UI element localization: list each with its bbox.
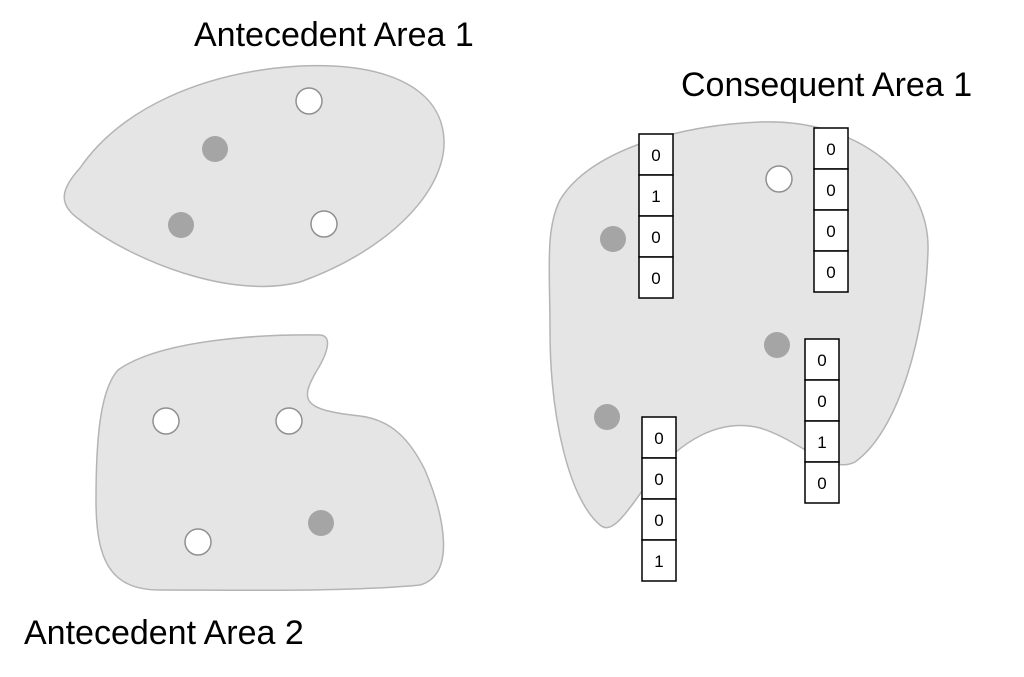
- vector-cell-value: 0: [826, 140, 835, 159]
- vector-cell: [641, 539, 677, 582]
- vector-cell-value: 0: [826, 181, 835, 200]
- vector-cell-value: 1: [817, 433, 826, 452]
- vector-cell-value: 0: [651, 228, 660, 247]
- antecedent-1-hollow-dot: [310, 210, 338, 238]
- antecedent-area-2-label: Antecedent Area 2: [24, 614, 304, 652]
- binary-vector: 0 0 1 0: [804, 338, 840, 504]
- vector-cell-value: 0: [651, 146, 660, 165]
- vector-cell: [804, 461, 840, 504]
- vector-cell: [804, 379, 840, 422]
- vector-cell: [638, 256, 674, 299]
- consequent-area-1-region: [548, 121, 929, 529]
- vector-cell-value: 0: [817, 392, 826, 411]
- antecedent-1-hollow-dot: [295, 87, 323, 115]
- antecedent-1-filled-dot: [168, 212, 194, 238]
- vector-cell-value: 0: [826, 222, 835, 241]
- vector-cell: [641, 457, 677, 500]
- binary-vector: 0 0 0 1: [641, 416, 677, 582]
- binary-vector: 0 1 0 0: [638, 133, 674, 299]
- vector-cell: [804, 420, 840, 463]
- vector-cell-value: 0: [826, 263, 835, 282]
- vector-cell-value: 0: [651, 269, 660, 288]
- antecedent-area-1-region: [63, 64, 445, 288]
- consequent-filled-dot: [594, 404, 620, 430]
- consequent-area-1-label: Consequent Area 1: [681, 66, 972, 104]
- vector-cell-value: 1: [651, 187, 660, 206]
- vector-cell-value: 1: [654, 552, 663, 571]
- consequent-filled-dot: [600, 226, 626, 252]
- vector-cell-value: 0: [654, 429, 663, 448]
- antecedent-area-1-label: Antecedent Area 1: [194, 16, 474, 54]
- vector-cell: [813, 250, 849, 293]
- binary-vector: 0 0 0 0: [813, 127, 849, 293]
- antecedent-2-hollow-dot: [184, 528, 212, 556]
- vector-cell-value: 0: [817, 474, 826, 493]
- antecedent-2-filled-dot: [308, 510, 334, 536]
- antecedent-area-2-region: [95, 334, 445, 592]
- antecedent-2-hollow-dot: [275, 407, 303, 435]
- vector-cell-value: 0: [654, 470, 663, 489]
- consequent-filled-dot: [764, 332, 790, 358]
- vector-cell-value: 0: [654, 511, 663, 530]
- vector-cell-value: 0: [817, 351, 826, 370]
- vector-cell: [813, 168, 849, 211]
- consequent-hollow-dot: [765, 165, 793, 193]
- antecedent-2-hollow-dot: [152, 407, 180, 435]
- antecedent-1-filled-dot: [202, 136, 228, 162]
